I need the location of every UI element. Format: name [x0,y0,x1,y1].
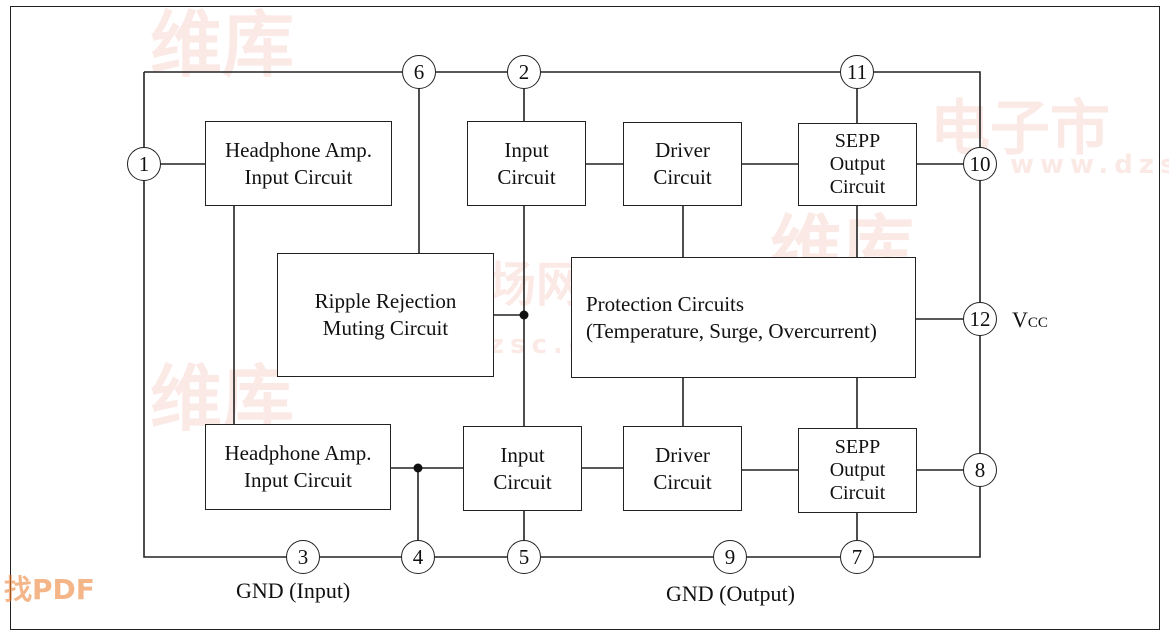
junction-dot [413,463,423,473]
block-label-line: Output [829,153,886,175]
sepp-output-circuit-bottom: SEPP Output Circuit [798,428,917,513]
outer-bus [143,71,981,558]
gnd-input-label: GND (Input) [236,578,351,603]
block-label-line: Headphone Amp. [225,137,372,162]
block-label-line: Output [829,459,886,481]
pin-3: 3 [286,540,320,574]
block-label-line: (Temperature, Surge, Overcurrent) [586,318,877,343]
block-label-line: Headphone Amp. [224,441,372,465]
block-label-line: Circuit [653,469,712,494]
block-label-line: SEPP [834,130,881,152]
block-label-line: Circuit [829,482,886,504]
block-label-line: Circuit [493,469,552,494]
vcc-label-subscript: CC [1027,315,1048,331]
block-label-line: Circuit [497,164,556,189]
pin-7: 7 [840,540,874,574]
headphone-amp-input-circuit-bottom: Headphone Amp. Input Circuit [205,424,391,510]
block-label-line: Circuit [653,165,712,189]
block-label-line: Input Circuit [244,468,352,492]
pin-11: 11 [840,55,874,89]
vcc-label-main: V [1012,307,1028,332]
pin-10: 10 [963,147,997,181]
block-label-line: Circuit [829,176,886,198]
pin-12: 12 [963,302,997,336]
pin-4: 4 [401,540,435,574]
block-label-line: Ripple Rejection [314,289,457,313]
block-label-line: Input [504,137,549,162]
junction-dot [519,310,529,320]
block-label-line: Protection Circuits [586,291,745,316]
pin-9: 9 [713,540,747,574]
block-label-line: Input Circuit [244,164,353,189]
block-label-line: Driver [655,138,710,162]
block-label-line: Input [500,442,545,467]
driver-circuit-top: Driver Circuit [623,122,742,206]
ripple-rejection-muting-circuit: Ripple Rejection Muting Circuit [277,253,494,377]
pin-6: 6 [402,55,436,89]
headphone-amp-input-circuit-top: Headphone Amp. Input Circuit [205,121,392,206]
gnd-output-label: GND (Output) [666,581,795,606]
vcc-label: VCC [1012,307,1048,333]
pin-8: 8 [963,453,997,487]
block-label-line: SEPP [834,436,881,458]
block-label-line: Muting Circuit [322,316,449,340]
driver-circuit-bottom: Driver Circuit [623,426,742,511]
input-circuit-top: Input Circuit [467,121,586,206]
protection-circuits: Protection Circuits (Temperature, Surge,… [571,257,916,378]
sepp-output-circuit-top: SEPP Output Circuit [798,123,917,206]
input-circuit-bottom: Input Circuit [463,426,582,511]
pin-1: 1 [127,147,161,181]
block-label-line: Driver [655,442,710,467]
pin-5: 5 [507,540,541,574]
pin-2: 2 [507,55,541,89]
